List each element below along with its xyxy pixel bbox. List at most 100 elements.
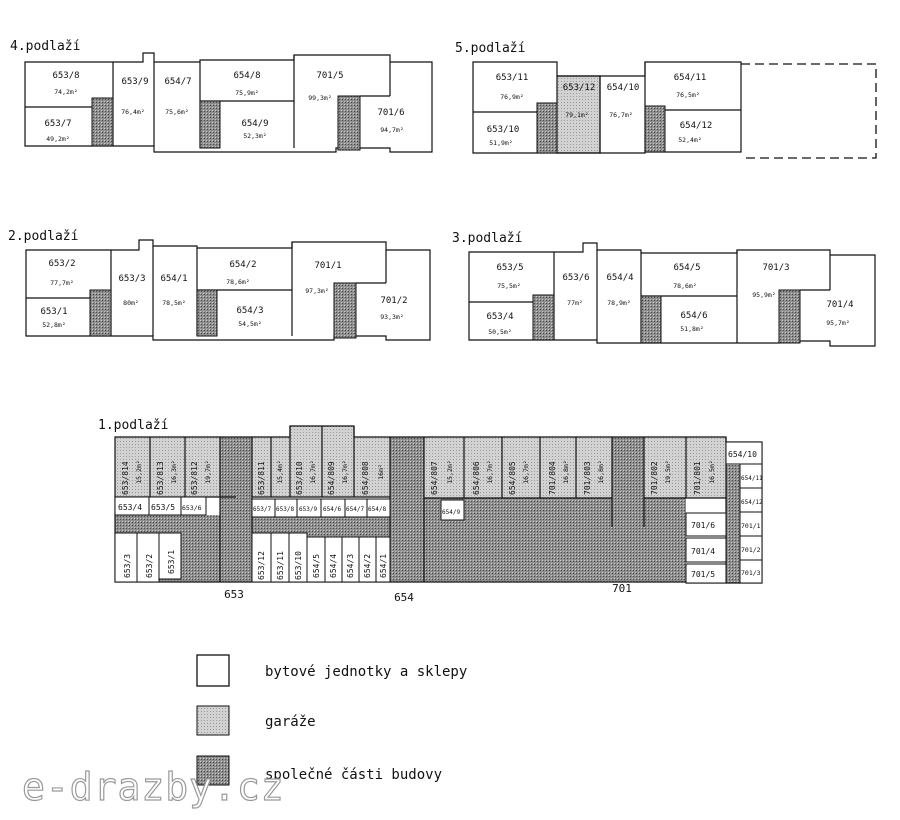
unit-area: 95,9m² [752, 291, 775, 299]
unit-label: 654/7 [164, 77, 191, 87]
unit-label: 701/4 [826, 300, 853, 310]
unit-label: 653/4 [486, 312, 513, 322]
building-label-653: 653 [224, 588, 244, 601]
cellar-label: 654/12 [741, 499, 763, 506]
unit-area: 77m² [567, 299, 583, 307]
cellar-label: 654/9 [442, 509, 460, 516]
unit-label: 701/3 [762, 263, 789, 273]
unit-label: 653/2 [48, 259, 75, 269]
garage-area: 16,7m² [341, 460, 349, 483]
unit-area: 78,5m² [162, 299, 185, 307]
unit-label: 654/5 [673, 263, 700, 273]
unit-area: 75,6m² [165, 108, 188, 116]
cellar-label: 653/7 [253, 506, 271, 513]
cellar-label: 654/8 [368, 506, 386, 513]
garage-label: 653/811 [257, 461, 266, 495]
building-label-701: 701 [612, 582, 632, 595]
legend-swatch-common [196, 755, 230, 786]
unit-label: 654/11 [674, 73, 707, 83]
floor-2-plan: 2.podlaží 653/2 77,7m² 653/1 52,8m² 653/… [8, 229, 431, 341]
unit-label: 653/3 [118, 274, 145, 284]
unit-area: 52,3m² [243, 132, 266, 140]
garage-area: 16,7m² [522, 460, 530, 483]
unit-area: 51,9m² [489, 139, 512, 147]
legend: bytové jednotky a sklepy garáže společné… [196, 654, 467, 786]
cellar-label: 701/4 [691, 547, 715, 556]
floor-1-plan: 1.podlaží [98, 418, 763, 604]
garage-label: 654/808 [361, 461, 370, 495]
floor-1-title: 1.podlaží [98, 418, 168, 433]
cellar-label: 653/12 [257, 551, 266, 580]
unit-area: 78,9m² [607, 299, 630, 307]
floor-4-title: 4.podlaží [10, 39, 80, 54]
unit-label: 701/1 [314, 261, 341, 271]
legend-label-units: bytové jednotky a sklepy [265, 664, 467, 680]
garage-label: 654/805 [508, 461, 517, 495]
unit-area: 78,6m² [673, 282, 696, 290]
garage-label: 654/809 [327, 461, 336, 495]
cellar-label: 653/9 [299, 506, 317, 513]
cellar-label: 654/6 [323, 506, 341, 513]
unit-label: 654/1 [160, 274, 187, 284]
unit-area: 76,5m² [676, 91, 699, 99]
garage-area: 15,2m² [446, 460, 454, 483]
unit-label: 653/10 [487, 125, 520, 135]
cellar-labels: 653/4 653/5 653/6 653/7 653/8 653/9 654/… [118, 450, 763, 580]
cellar-label: 654/11 [741, 475, 763, 482]
garage-area: 19,5m² [664, 460, 672, 483]
floor-5-title: 5.podlaží [455, 41, 525, 56]
unit-label: 654/12 [680, 121, 713, 131]
unit-label: 653/11 [496, 73, 529, 83]
unit-area: 76,7m² [609, 111, 632, 119]
floor-4-plan: 4.podlaží 653/8 74,2m² 653/7 49,2m² 653/… [10, 39, 433, 153]
garage-label: 701/802 [650, 461, 659, 495]
unit-area: 76,9m² [500, 93, 523, 101]
cellar-label: 701/5 [691, 570, 715, 579]
unit-label: 701/6 [377, 108, 404, 118]
cellar-label: 701/6 [691, 521, 715, 530]
unit-area: 52,4m² [678, 136, 701, 144]
unit-label: 701/5 [316, 71, 343, 81]
cellar-label: 701/1 [741, 522, 761, 530]
watermark: e-drazby.cz [22, 765, 285, 809]
garage-label: 653/810 [295, 461, 304, 495]
unit-label: 653/8 [52, 71, 79, 81]
floor-5-plan: 5.podlaží 653/11 76,9m² 653/10 51,9m² 65… [455, 41, 877, 159]
unit-area: 49,2m² [46, 135, 69, 143]
unit-label: 654/9 [241, 119, 268, 129]
floor-2-title: 2.podlaží [8, 229, 78, 244]
garage-label: 701/804 [548, 461, 557, 495]
unit-area: 93,3m² [380, 313, 403, 321]
cellar-label: 653/4 [118, 503, 142, 512]
unit-area: 79,1m² [565, 111, 588, 119]
unit-label: 653/6 [562, 273, 589, 283]
unit-area: 50,5m² [488, 328, 511, 336]
cellar-label: 653/1 [167, 550, 176, 574]
unit-label: 653/9 [121, 77, 148, 87]
unit-label: 654/3 [236, 306, 263, 316]
cellar-label: 653/5 [151, 503, 175, 512]
unit-area: 52,8m² [42, 321, 65, 329]
garage-area: 15,4m² [276, 460, 284, 483]
garage-labels: 653/814 15,2m² 653/813 16,3m² 653/812 19… [121, 460, 716, 495]
garage-area: 16,3m² [170, 460, 178, 483]
unit-area: 97,3m² [305, 287, 328, 295]
legend-swatch-garages [196, 705, 230, 736]
unit-area: 51,8m² [680, 325, 703, 333]
garage-area: 16,8m² [562, 460, 570, 483]
floor-3-plan: 3.podlaží 653/5 75,5m² 653/4 50,5m² 653/… [452, 231, 876, 347]
garage-label: 653/812 [190, 461, 199, 495]
cellar-label: 654/1 [379, 554, 388, 578]
unit-label: 653/7 [44, 119, 71, 129]
cellar-label: 653/2 [145, 554, 154, 578]
cellar-label: 654/3 [346, 554, 355, 578]
cellar-label: 654/4 [329, 554, 338, 578]
unit-label: 654/2 [229, 260, 256, 270]
unit-label: 653/1 [40, 307, 67, 317]
cellar-label: 653/11 [276, 551, 285, 580]
garage-label: 654/806 [472, 461, 481, 495]
garage-area: 16,7m² [486, 460, 494, 483]
legend-label-common: společné části budovy [265, 767, 442, 783]
cellar-label: 701/3 [741, 569, 761, 577]
